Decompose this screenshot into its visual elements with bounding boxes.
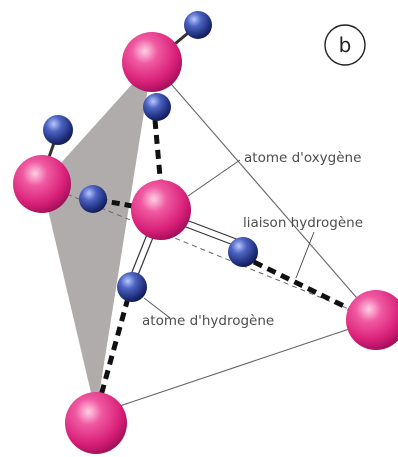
oxygen-label-leader xyxy=(187,159,241,197)
hydrogen-atom-central-down xyxy=(117,272,147,302)
oxygen-atom-central xyxy=(131,180,191,240)
label-oxygen-atom: atome d'oxygène xyxy=(244,150,361,166)
hydrogen-bond-bottom xyxy=(94,297,131,411)
oxygen-atom-right xyxy=(346,290,398,350)
tetrahedron-face xyxy=(42,62,152,414)
panel-label-circle xyxy=(324,24,366,66)
label-hydrogen-bond: liaison hydrogène xyxy=(243,215,363,231)
hydrogen-atom-top-2 xyxy=(143,93,171,121)
hydrogen-bond-leader xyxy=(295,231,315,279)
tetrahedron-edge-bottom-right xyxy=(95,319,377,415)
label-hydrogen-atom: atome d'hydrogène xyxy=(142,313,274,329)
central-covalent-bond-right xyxy=(177,217,240,247)
hydrogen-atom-left-2 xyxy=(79,185,107,213)
tetrahedron-edge-hidden xyxy=(41,183,377,321)
oxygen-atom-bottom xyxy=(65,392,127,454)
hydrogen-atom-top-1 xyxy=(184,11,212,39)
hydrogen-label-leader xyxy=(143,297,171,319)
hydrogen-atom-central-right xyxy=(228,237,258,267)
tetrahedron-edge-top-right xyxy=(151,61,377,321)
panel-label: b xyxy=(339,33,352,57)
hydrogen-atom-left-1 xyxy=(43,115,73,145)
oxygen-atom-left xyxy=(13,155,71,213)
hydrogen-bond-top xyxy=(152,119,164,189)
oxygen-atom-top xyxy=(122,32,182,92)
hydrogen-bond-right xyxy=(252,259,354,313)
